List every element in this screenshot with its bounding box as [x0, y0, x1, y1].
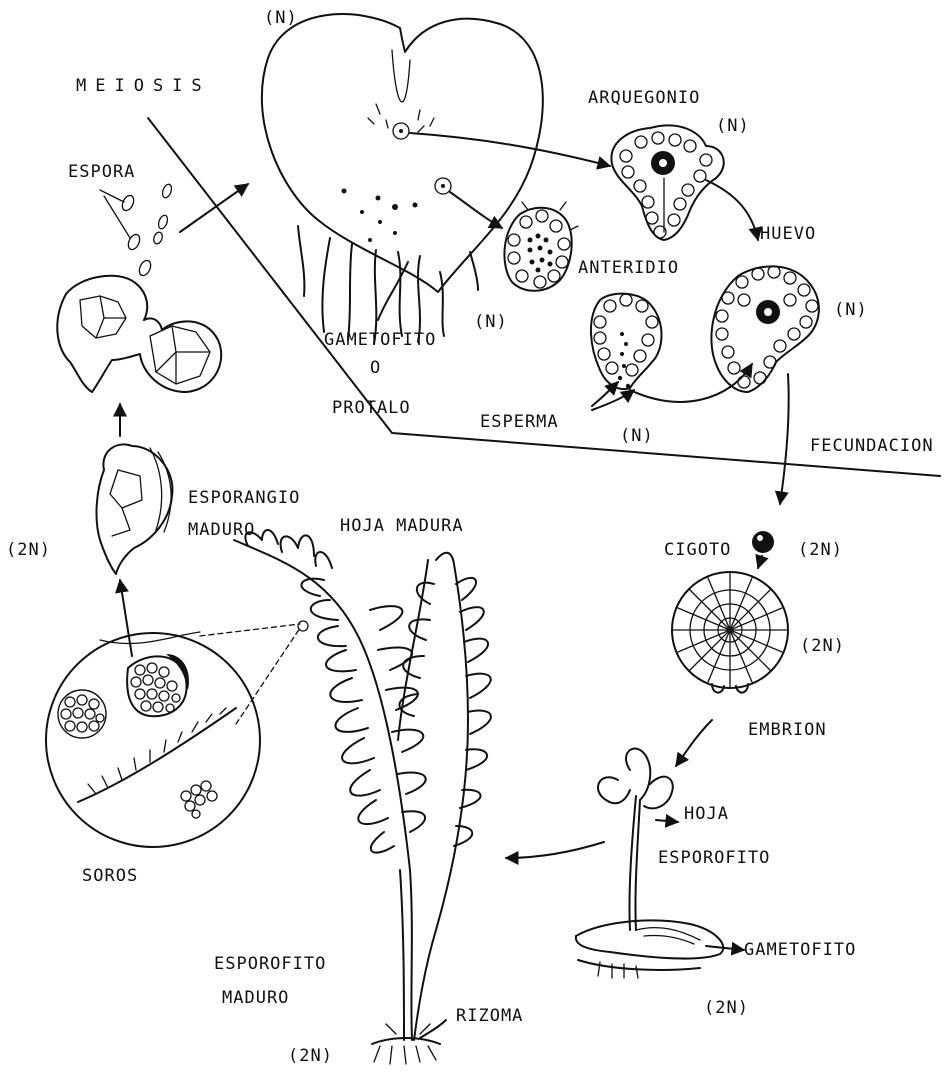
- label-fecundacion: FECUNDACION: [810, 438, 934, 455]
- label-2n-bottom: (2N): [288, 1048, 333, 1065]
- sorus-cluster: [127, 654, 189, 716]
- arrow-to-antheridium: [450, 192, 502, 228]
- label-hoja: HOJA: [684, 806, 729, 823]
- embryo-drawing: [672, 572, 788, 693]
- label-soros: SOROS: [82, 868, 138, 885]
- label-anteridio: ANTERIDIO: [578, 260, 679, 277]
- arrow-hoja: [656, 820, 678, 822]
- sperm-release-drawing: [591, 294, 662, 389]
- label-rizoma: RIZOMA: [456, 1008, 523, 1025]
- label-2n-embrion: (2N): [800, 638, 845, 655]
- label-protalo: PROTALO: [332, 400, 411, 417]
- label-embrion: EMBRION: [748, 722, 827, 739]
- arrow-gametofito: [706, 946, 744, 950]
- label-n-arquegonio: (N): [716, 118, 750, 135]
- magnification-guide-lines: [200, 621, 308, 724]
- label-2n-left: (2N): [6, 542, 51, 559]
- label-o: O: [370, 360, 381, 377]
- mature-sporophyte-drawing: [234, 530, 491, 1064]
- archegonium-drawing: [611, 125, 723, 240]
- arrow-archegonium-to-egg: [706, 180, 758, 240]
- label-hoja-madura: HOJA MADURA: [340, 518, 464, 535]
- prothallus-drawing: [262, 14, 543, 344]
- arrow-spore-to-prothallus: [180, 184, 248, 232]
- label-esporofito-maduro: ESPOROFITO: [214, 956, 326, 973]
- soros-magnified-drawing: [46, 632, 260, 847]
- label-maduro-sporophyte: MADURO: [222, 990, 289, 1007]
- label-n-huevo: (N): [834, 302, 868, 319]
- label-arquegonio: ARQUEGONIO: [588, 90, 700, 107]
- dehisced-sporangium-drawing: [57, 276, 221, 392]
- arrow-to-archegonium: [410, 133, 610, 166]
- egg-archegonium-drawing: [711, 266, 818, 392]
- zygote-drawing: [752, 531, 774, 553]
- arrow-soros-to-sporangium: [120, 580, 132, 656]
- label-n-anteridio: (N): [474, 314, 508, 331]
- label-2n-bottom-right: (2N): [704, 1000, 749, 1017]
- label-2n-cigoto: (2N): [798, 542, 843, 559]
- label-n-esperma: (N): [620, 428, 654, 445]
- arrow-sperm-to-egg: [630, 364, 752, 402]
- label-n-top: (N): [264, 10, 298, 27]
- arrow-embryo-to-young-sporophyte: [676, 720, 712, 766]
- mature-sporangium-drawing: [97, 444, 173, 574]
- label-maduro-sporangium: MADURO: [188, 522, 255, 539]
- label-gametofito: GAMETOFITO: [324, 332, 436, 349]
- label-esporangio: ESPORANGIO: [188, 490, 300, 507]
- sorus-cluster: [58, 690, 106, 738]
- arrow-egg-to-zygote: [780, 374, 789, 504]
- sorus-cluster: [181, 781, 217, 818]
- spores-drawing: [100, 183, 173, 277]
- label-espora: ESPORA: [68, 164, 135, 181]
- arrow-esperma-a: [592, 382, 618, 406]
- arrow-to-mature-sporophyte: [506, 842, 604, 858]
- rizoma-pointer: [420, 1020, 446, 1038]
- label-esporofito: ESPOROFITO: [658, 850, 770, 867]
- label-huevo: HUEVO: [760, 226, 816, 243]
- antheridium-drawing: [504, 202, 578, 291]
- label-meiosis: MEIOSIS: [76, 78, 211, 95]
- label-esperma: ESPERMA: [480, 414, 559, 431]
- arrow-zygote-to-embryo: [758, 556, 762, 568]
- label-cigoto: CIGOTO: [664, 542, 731, 559]
- label-gametofito-bottom: GAMETOFITO: [744, 942, 856, 959]
